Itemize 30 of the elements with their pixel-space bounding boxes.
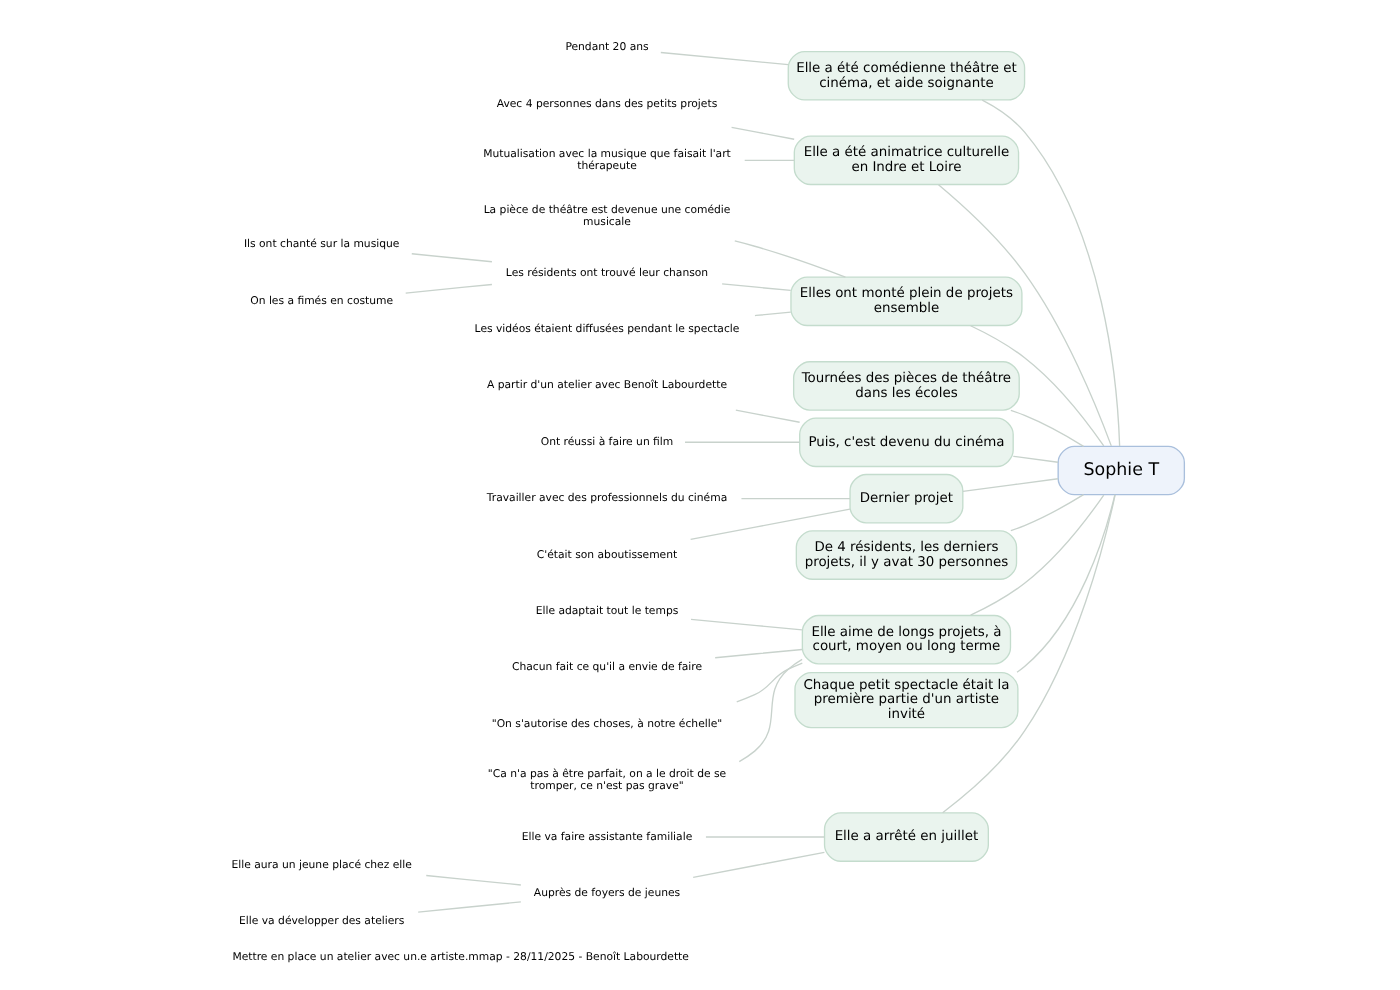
connector: [733, 239, 846, 277]
connector: [941, 493, 1115, 813]
connector: [737, 657, 802, 762]
connector: [691, 850, 825, 877]
connector: [961, 477, 1058, 492]
connector: [683, 440, 800, 442]
connector: [968, 493, 1104, 615]
connector: [980, 98, 1120, 446]
connector: [1011, 454, 1058, 462]
connector: [739, 497, 850, 499]
connector: [968, 324, 1104, 446]
connector: [720, 282, 791, 291]
connector: [936, 183, 1111, 446]
connector: [1009, 493, 1084, 531]
connector: [713, 647, 802, 658]
connector: [704, 835, 825, 837]
connector: [659, 50, 788, 65]
connector: [753, 310, 791, 316]
connector: [689, 617, 802, 630]
connector: [404, 282, 492, 293]
connector: [416, 900, 521, 912]
connector: [729, 125, 794, 139]
connector: [688, 507, 850, 540]
connector: [734, 408, 800, 422]
node-box: Sophie T: [1056, 444, 1185, 495]
connector: [743, 158, 794, 160]
connector: [410, 252, 492, 262]
connector: [424, 873, 521, 885]
connector: [735, 661, 802, 702]
connector: [1015, 493, 1115, 672]
